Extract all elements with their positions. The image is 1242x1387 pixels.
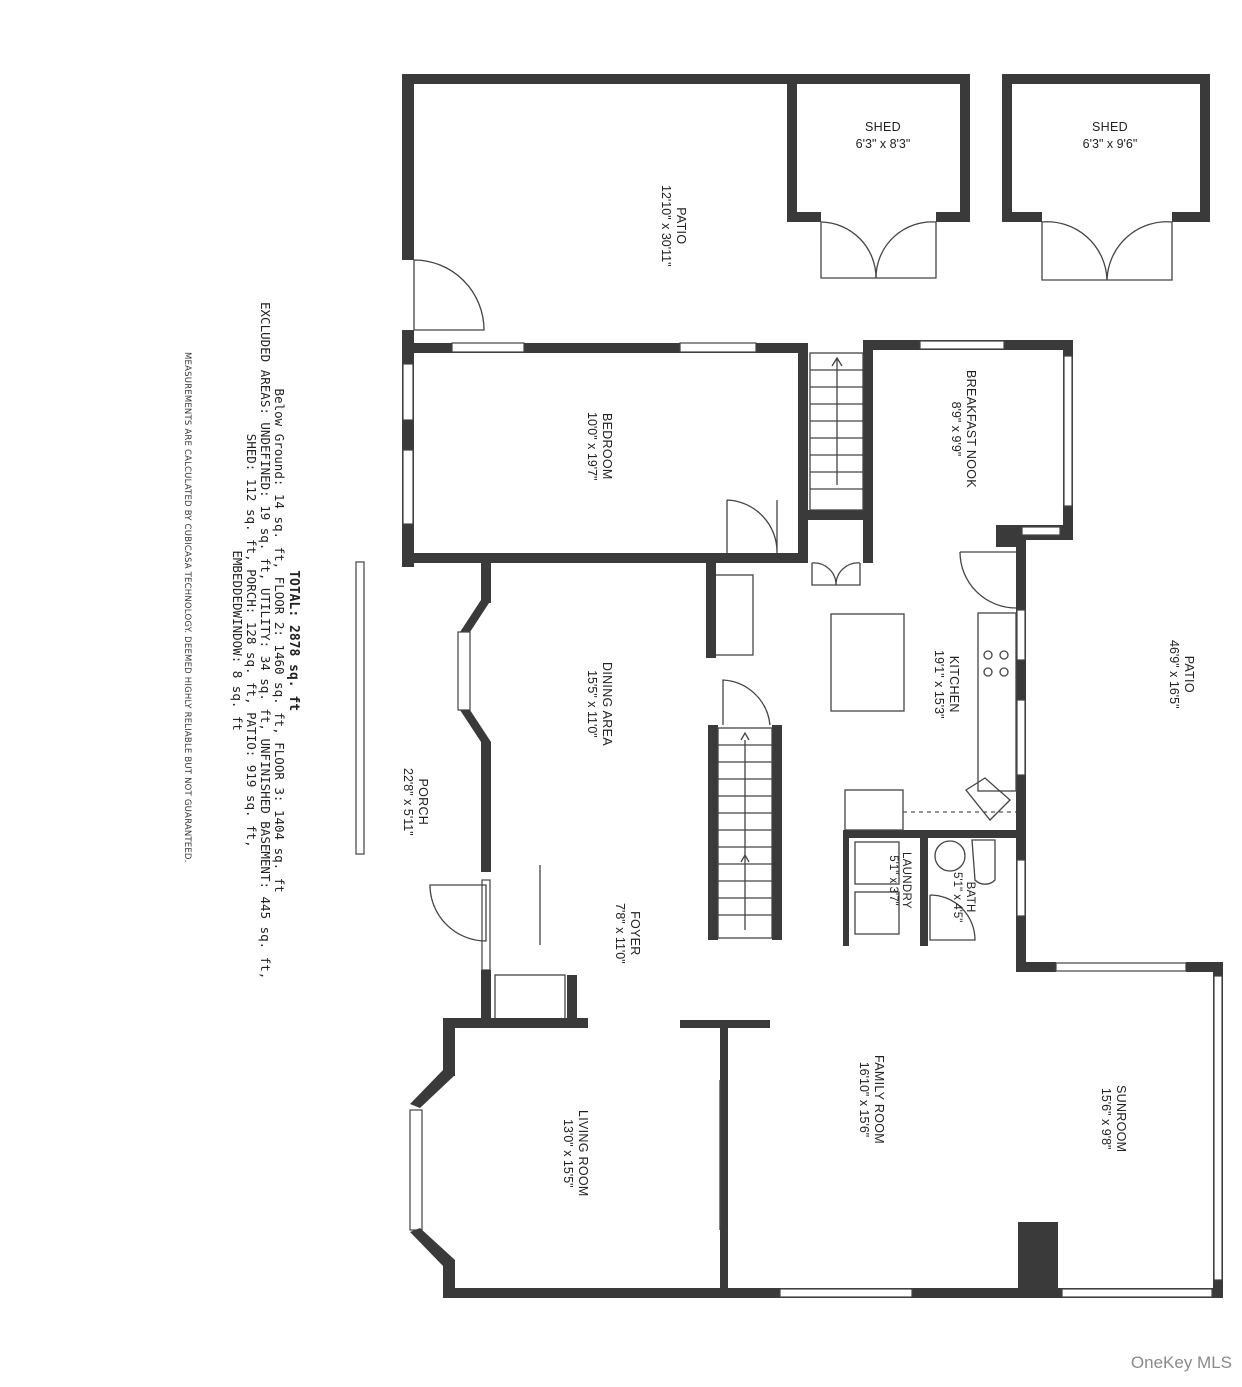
room-name: BREAKFAST NOOK [964,370,978,488]
stairs-rear [808,343,873,586]
area-summary: TOTAL: 2878 sq. ft Below Ground: 14 sq. … [230,302,301,980]
room-label-patio-rear: PATIO 12'10" x 30'11" [658,185,688,267]
room-dimensions: 16'10" x 15'6" [857,1061,871,1138]
room-name: KITCHEN [947,655,961,713]
summary-line-4: EMBEDDEDWINDOW: 8 sq. ft [230,550,245,731]
bedroom-walls [402,342,808,567]
room-label-shed-2: SHED 6'3" x 9'6" [1060,119,1160,153]
room-name: PATIO [674,207,688,245]
room-label-living-room: LIVING ROOM 13'0" x 15'5" [560,1110,590,1197]
room-name: FAMILY ROOM [872,1055,886,1144]
room-dimensions: 7'8" x 11'0" [613,903,627,964]
scale-bar [355,561,365,855]
room-dimensions: 8'9" x 9'9" [949,401,963,457]
summary-line-1: Below Ground: 14 sq. ft, FLOOR 2: 1460 s… [272,388,287,893]
room-dimensions: 15'5" x 11'0" [585,670,599,738]
stairs-main [708,679,782,940]
room-name: PATIO [1182,655,1196,693]
room-label-kitchen: KITCHEN 19'1" x 15'3" [931,650,961,719]
room-label-breakfast-nook: BREAKFAST NOOK 8'9" x 9'9" [948,370,978,488]
room-dimensions: 13'0" x 15'5" [561,1119,575,1188]
room-dimensions: 5'1" x 3'7" [887,855,899,906]
shed-2-walls [1002,74,1210,222]
room-dimensions: 19'1" x 15'3" [932,650,946,719]
room-name: DINING AREA [600,662,614,746]
room-dimensions: 15'6" x 9'8" [1099,1087,1113,1150]
room-label-dining-area: DINING AREA 15'5" x 11'0" [584,662,614,746]
room-dimensions: 22'8" x 5'11" [401,768,415,836]
shed-doors [413,221,1173,331]
room-dimensions: 12'10" x 30'11" [659,185,673,267]
room-name: SHED [865,120,901,134]
kitchen-walls [706,540,1026,838]
summary-line-2: EXCLUDED AREAS: UNDEFINED: 19 sq. ft, UT… [258,302,273,980]
room-name: SUNROOM [1114,1085,1128,1153]
room-name: LAUNDRY [900,852,912,909]
room-dimensions: 6'3" x 9'6" [1082,137,1138,151]
room-dimensions: 5'1" x 4'5" [951,872,963,923]
room-name: BATH [964,881,976,913]
measurement-disclaimer: MEASUREMENTS ARE CALCULATED BY CUBICASA … [182,352,192,863]
room-label-shed-1: SHED 6'3" x 8'3" [838,119,928,153]
room-name: BEDROOM [600,412,614,480]
summary-line-3: SHED: 112 sq. ft, PORCH: 128 sq. ft, PAT… [244,433,259,848]
laundry-bath-walls [843,830,1026,970]
breakfast-nook-walls [863,340,1073,547]
dining-porch-walls [402,553,577,1025]
room-label-porch: PORCH 22'8" x 5'11" [400,768,430,836]
room-dimensions: 46'9" x 16'5" [1167,640,1181,709]
watermark: OneKey MLS [1130,1353,1232,1372]
room-label-laundry: LAUNDRY 5'1" x 3'7" [886,852,912,909]
living-room-walls [409,1018,1223,1298]
room-label-family-room: FAMILY ROOM 16'10" x 15'6" [856,1055,886,1144]
room-label-sunroom: SUNROOM 15'6" x 9'8" [1098,1085,1128,1152]
room-dimensions: 6'3" x 8'3" [855,137,911,151]
room-label-bath: BATH 5'1" x 4'5" [950,872,976,922]
room-label-foyer: FOYER 7'8" x 11'0" [612,903,642,964]
rear-patio-walls [402,74,970,354]
room-dimensions: 10'0" x 19'7" [585,412,599,481]
summary-total: TOTAL: 2878 sq. ft [286,570,301,712]
room-name: PORCH [416,778,430,826]
room-name: SHED [1092,120,1128,134]
room-label-patio-side: PATIO 46'9" x 16'5" [1166,640,1196,709]
room-name: LIVING ROOM [576,1110,590,1197]
room-name: FOYER [628,911,642,956]
room-label-bedroom: BEDROOM 10'0" x 19'7" [584,412,614,481]
family-sunroom-walls [779,962,1223,1298]
